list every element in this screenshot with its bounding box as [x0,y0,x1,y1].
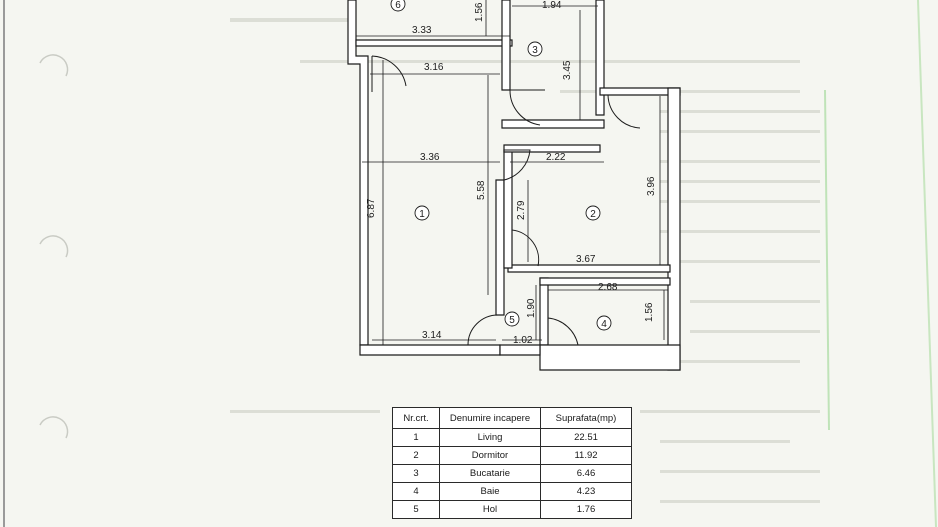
wall-living-bottom [359,344,501,356]
column-header: Suprafata(mp) [540,407,632,429]
doors [371,55,642,346]
svg-text:5: 5 [509,315,515,326]
table-cell: 5 [392,500,440,519]
dim-label: 3.16 [424,62,444,73]
table-row: 1 Living 22.51 [392,428,632,447]
punch-hole [39,54,69,77]
svg-text:6: 6 [395,0,401,11]
room-marker-5: 5 [504,311,520,327]
wall-left-outer [347,0,369,346]
dimension-labels: 3.33 1.94 3.16 3.36 2.22 3.67 2.68 3.14 … [366,0,657,346]
wall-bedroom-bottom [507,264,671,273]
wall-kitchen-bottom [501,119,605,129]
dim-label: 3.33 [412,25,432,36]
table-cell: Bucatarie [439,464,541,483]
dim-label: 1.56 [474,2,485,22]
dim-label: 2.22 [546,152,566,163]
door-bedroom-window [607,94,642,129]
door-bedroom [511,229,540,267]
wall-bedroom-topinner [503,144,601,153]
dim-label: 3.45 [562,60,573,80]
dim-label: 3.96 [646,176,657,196]
svg-text:3: 3 [532,45,538,56]
room-area-table: Nr.crt. Denumire incapere Suprafata(mp) … [392,407,632,519]
room-marker-4: 4 [596,315,612,331]
table-row: 2 Dormitor 11.92 [392,446,632,465]
table-cell: 22.51 [540,428,632,447]
door-living [503,149,531,181]
table-header-row: Nr.crt. Denumire incapere Suprafata(mp) [392,407,632,429]
room-marker-2: 2 [585,205,601,221]
room-marker-3: 3 [527,41,543,57]
wall-kitchen-left [501,0,511,91]
table-cell: Living [439,428,541,447]
door-kitchen [509,89,545,126]
dim-label: 3.14 [422,330,442,341]
wall-bedroom-left [503,149,513,269]
table-cell: 11.92 [540,446,632,465]
table-cell: 4.23 [540,482,632,501]
svg-text:2: 2 [590,209,596,220]
punch-hole [39,416,69,439]
dim-label: 5.58 [476,180,487,200]
table-cell: 2 [392,446,440,465]
table-row: 3 Bucatarie 6.46 [392,464,632,483]
dim-label: 2.68 [598,282,618,293]
door-entrance [467,314,499,346]
table-cell: 3 [392,464,440,483]
wall-hall-bottom [499,344,541,356]
table-cell: Dormitor [439,446,541,465]
dim-label: 2.79 [516,200,527,220]
dim-label: 1.02 [513,335,533,346]
wall-bath-bottom [539,344,681,371]
table-cell: Baie [439,482,541,501]
room-marker-6: 6 [390,0,406,12]
table-cell: 6.46 [540,464,632,483]
dim-label: 1.94 [542,0,562,11]
wall-room6-bottom [355,39,513,47]
wall-bath-left [539,277,549,346]
dim-label: 1.90 [526,298,537,318]
dim-label: 3.67 [576,254,596,265]
room-marker-1: 1 [414,205,430,221]
table-row: 5 Hol 1.76 [392,500,632,519]
wall-bath-top [539,277,671,286]
punch-hole [39,235,69,258]
dim-label: 3.36 [420,152,440,163]
svg-text:4: 4 [601,319,607,330]
column-header: Denumire incapere [439,407,541,429]
room-markers: 6 3 1 2 5 4 [390,0,612,331]
table-cell: Hol [439,500,541,519]
door-bath [547,317,579,346]
table-cell: 4 [392,482,440,501]
wall-living-right [495,179,505,316]
wall-bedroom-right [667,87,681,371]
table-row: 4 Baie 4.23 [392,482,632,501]
table-cell: 1.76 [540,500,632,519]
dim-label: 6.87 [366,198,377,218]
table-cell: 1 [392,428,440,447]
dimension-lines [356,0,668,345]
column-header: Nr.crt. [392,407,440,429]
dim-label: 1.56 [644,302,655,322]
svg-text:1: 1 [419,209,425,220]
wall-kitchen-right [595,0,605,116]
